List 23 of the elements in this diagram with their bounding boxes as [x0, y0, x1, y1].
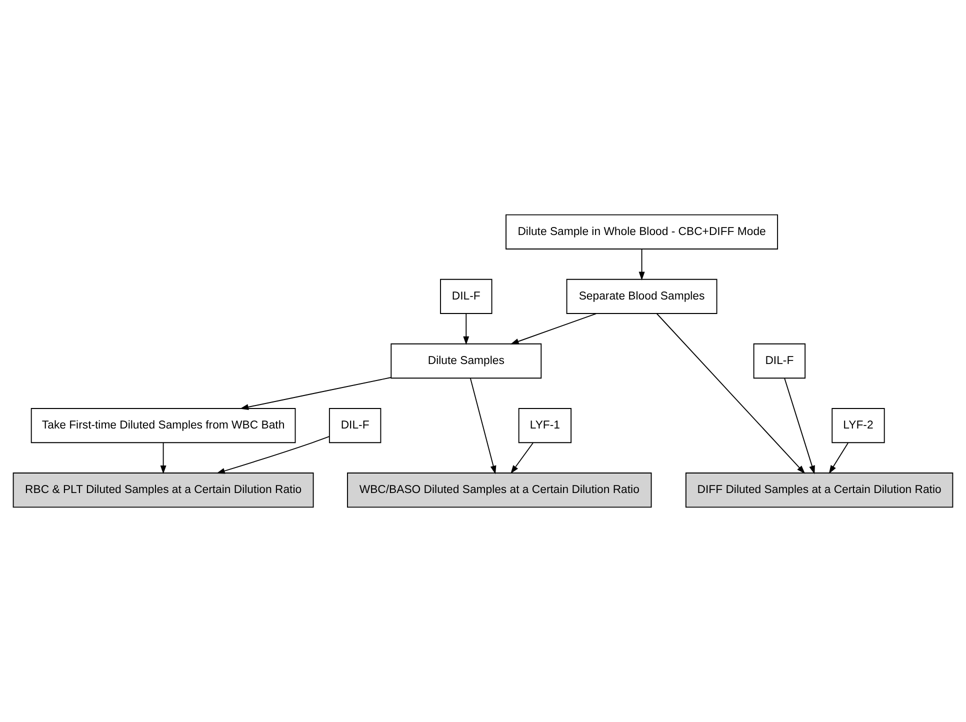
arrow	[216, 436, 330, 474]
arrow	[828, 442, 848, 474]
node-box: WBC/BASO Diluted Samples at a Certain Dilution Ratio	[347, 472, 652, 508]
arrow	[160, 442, 166, 474]
arrow	[638, 248, 645, 280]
arrow	[784, 378, 815, 474]
node-box: Separate Blood Samples	[566, 278, 718, 314]
arrow	[656, 313, 806, 474]
arrow	[510, 313, 597, 344]
arrow	[510, 442, 534, 474]
node-box: RBC & PLT Diluted Samples at a Certain Dilution Ratio	[12, 472, 314, 508]
node-box: DIL-F	[440, 278, 492, 314]
node-box: Dilute Samples	[390, 343, 542, 379]
arrow	[470, 378, 496, 474]
node-box: Take First-time Diluted Samples from WBC Bath	[30, 408, 296, 444]
node-box: DIL-F	[753, 343, 806, 379]
arrow	[240, 377, 392, 410]
node-box: LYF-1	[518, 408, 572, 444]
node-box: Dilute Sample in Whole Blood - CBC+DIFF Mode	[506, 214, 778, 250]
node-box: DIL-F	[328, 408, 382, 444]
node-box: LYF-2	[832, 408, 885, 444]
arrow	[463, 313, 470, 345]
node-box: DIFF Diluted Samples at a Certain Dilution Ratio	[685, 472, 954, 508]
